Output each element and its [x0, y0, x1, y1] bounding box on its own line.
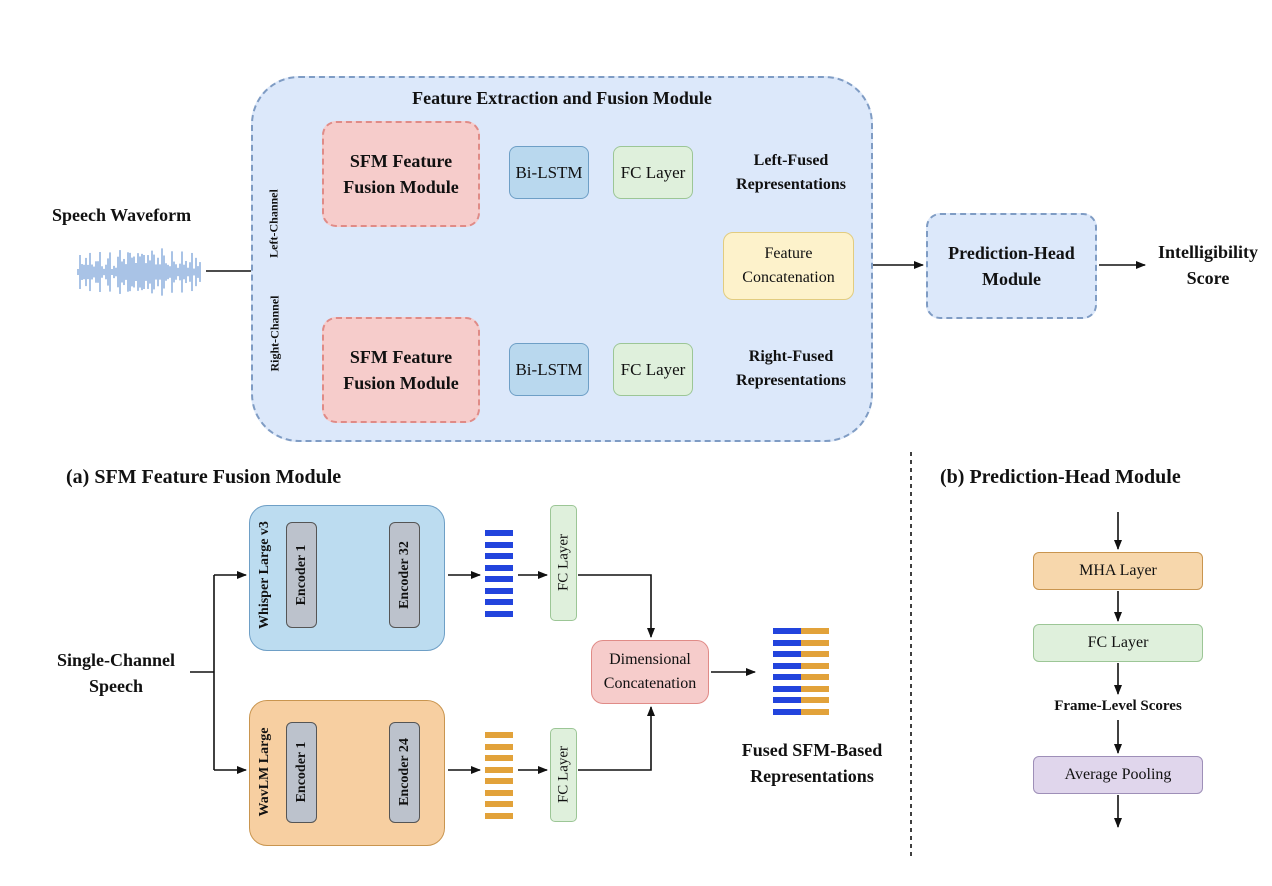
- intelligibility-line1: Intelligibility: [1157, 242, 1258, 262]
- sfm-left-line1: SFM Feature: [349, 151, 453, 171]
- prediction-head-module: Prediction-Head Module: [926, 213, 1097, 319]
- feature-stripe: [485, 564, 513, 571]
- feature-stripe: [485, 576, 513, 582]
- feature-concat-line2: Concatenation: [742, 269, 835, 286]
- whisper-encoder-32: Encoder 32: [389, 522, 420, 628]
- wavlm-encoder-1-label: Encoder 1: [294, 741, 309, 803]
- feature-stripe: [485, 812, 513, 819]
- panel-a-title: (a) SFM Feature Fusion Module: [66, 466, 342, 488]
- feature-stripe: [801, 639, 829, 646]
- right-fused-line1: Right-Fused: [748, 348, 834, 365]
- intelligibility-line2: Score: [1186, 268, 1230, 288]
- feature-stripe: [485, 732, 513, 738]
- fc-layer-whisper-label: FC Layer: [555, 533, 572, 592]
- wavlm-label: WavLM Large: [257, 727, 272, 817]
- feature-stripe: [485, 766, 513, 773]
- feature-stripe: [773, 697, 801, 703]
- whisper-encoder-32-label: Encoder 32: [397, 541, 412, 609]
- feature-stripe: [485, 743, 513, 750]
- single-channel-line2: Speech: [89, 676, 143, 696]
- fused-line2: Representations: [750, 766, 874, 786]
- frame-level-scores: Frame-Level Scores: [1054, 698, 1182, 714]
- wavlm-encoder-1: Encoder 1: [286, 722, 317, 823]
- feature-stripe: [773, 639, 801, 646]
- feature-stripe: [485, 587, 513, 594]
- right-channel-label: Right-Channel: [267, 295, 282, 372]
- feature-stripe: [485, 553, 513, 559]
- sfm-fusion-module-right: SFM Feature Fusion Module: [322, 317, 480, 423]
- waveform-icon: [77, 248, 201, 296]
- feature-stripe: [801, 697, 829, 703]
- dimensional-concatenation: Dimensional Concatenation: [591, 640, 709, 704]
- prediction-head-line2: Module: [981, 269, 1041, 289]
- average-pooling: Average Pooling: [1033, 756, 1203, 794]
- feature-stripe: [801, 685, 829, 692]
- feature-stripe: [773, 662, 801, 669]
- wavlm-encoder-24: Encoder 24: [389, 722, 420, 823]
- fc-layer-wavlm: FC Layer: [550, 728, 577, 822]
- feature-stripe: [485, 610, 513, 617]
- wavlm-encoder-24-label: Encoder 24: [397, 738, 412, 806]
- left-channel-label: Left-Channel: [266, 189, 281, 258]
- fc-layer-head: FC Layer: [1033, 624, 1203, 662]
- mha-layer: MHA Layer: [1033, 552, 1203, 590]
- sfm-fusion-module-left: SFM Feature Fusion Module: [322, 121, 480, 227]
- panel-b-title: (b) Prediction-Head Module: [940, 466, 1181, 488]
- feature-stripe: [773, 651, 801, 657]
- feature-stripe: [485, 530, 513, 536]
- feature-concatenation: Feature Concatenation: [723, 232, 854, 300]
- feature-stripe: [485, 789, 513, 796]
- right-fused-line2: Representations: [736, 372, 846, 389]
- sfm-left-line2: Fusion Module: [343, 177, 459, 197]
- fc-layer-wavlm-label: FC Layer: [555, 745, 572, 804]
- feature-stripe: [801, 651, 829, 657]
- sfm-right-line1: SFM Feature: [349, 347, 453, 367]
- feature-stripe: [773, 628, 801, 634]
- feature-stripe: [773, 674, 801, 680]
- feature-stripe: [485, 755, 513, 761]
- feature-stripe: [485, 778, 513, 784]
- speech-waveform-label: Speech Waveform: [52, 205, 192, 225]
- whisper-label: Whisper Large v3: [257, 521, 272, 629]
- feature-stripe: [801, 674, 829, 680]
- feature-concat-line1: Feature: [764, 245, 813, 262]
- feature-stripe: [801, 628, 829, 634]
- left-fused-line1: Left-Fused: [753, 152, 829, 169]
- whisper-encoder-1: Encoder 1: [286, 522, 317, 628]
- prediction-head-line1: Prediction-Head: [948, 243, 1075, 263]
- feature-stripe: [801, 708, 829, 715]
- left-fused-line2: Representations: [736, 176, 846, 193]
- bilstm-bottom: Bi-LSTM: [509, 343, 589, 396]
- module-title: Feature Extraction and Fusion Module: [412, 88, 712, 108]
- dim-concat-line1: Dimensional: [609, 651, 691, 668]
- whisper-encoder-1-label: Encoder 1: [294, 544, 309, 606]
- feature-stripe: [801, 662, 829, 669]
- single-channel-line1: Single-Channel: [56, 650, 176, 670]
- sfm-right-line2: Fusion Module: [343, 373, 459, 393]
- feature-stripe: [485, 599, 513, 605]
- bilstm-top: Bi-LSTM: [509, 146, 589, 199]
- fc-layer-bottom: FC Layer: [613, 343, 693, 396]
- fc-layer-top: FC Layer: [613, 146, 693, 199]
- feature-stripe: [485, 801, 513, 807]
- feature-stripe: [773, 708, 801, 715]
- fused-line1: Fused SFM-Based: [741, 740, 883, 760]
- dim-concat-line2: Concatenation: [603, 675, 697, 692]
- feature-stripe: [485, 541, 513, 548]
- fc-layer-whisper: FC Layer: [550, 505, 577, 621]
- feature-stripe: [773, 685, 801, 692]
